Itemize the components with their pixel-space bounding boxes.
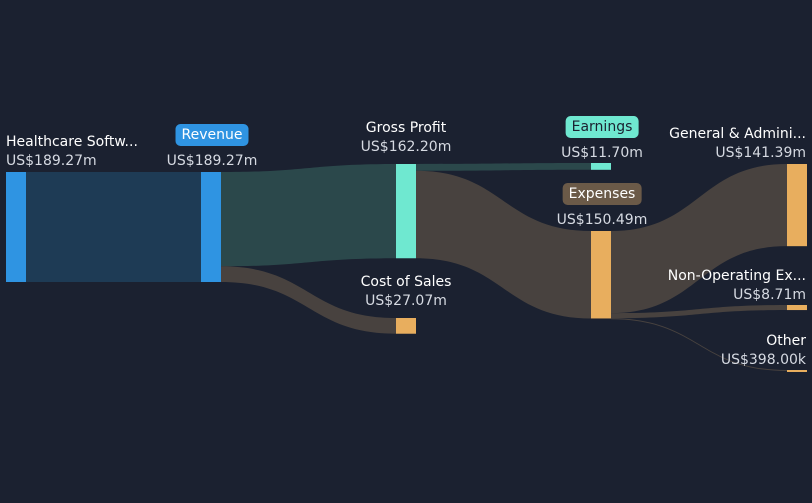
node-label-non-operating: Non-Operating Ex... — [667, 268, 806, 284]
node-value-segment: US$189.27m — [6, 153, 97, 169]
node-value-expenses: US$150.49m — [556, 212, 648, 228]
node-value-non-operating: US$8.71m — [733, 287, 806, 303]
node-bar-earnings — [591, 163, 611, 170]
revenue-badge: Revenue — [175, 124, 249, 146]
node-bar-segment — [6, 172, 26, 282]
node-value-earnings: US$11.70m — [561, 145, 643, 161]
node-label-cost-of-sales: Cost of Sales — [360, 274, 452, 290]
node-bar-expenses — [591, 231, 611, 319]
node-bar-cost_of_sales — [396, 318, 416, 334]
flow-expenses-to-gen_admin — [611, 164, 787, 314]
earnings-badge: Earnings — [565, 116, 639, 138]
node-label-gross-profit: Gross Profit — [365, 120, 447, 136]
node-bar-revenue — [201, 172, 221, 282]
node-value-other: US$398.00k — [720, 352, 806, 368]
node-value-gross-profit: US$162.20m — [360, 139, 452, 155]
node-label-general-admin: General & Admini... — [669, 126, 806, 142]
flow-gross_profit-to-expenses — [416, 170, 591, 319]
node-label-segment: Healthcare Softw... — [6, 134, 138, 150]
node-bar-gross_profit — [396, 164, 416, 259]
node-value-revenue: US$189.27m — [166, 153, 258, 169]
node-bar-other — [787, 370, 807, 372]
node-bar-non_operating — [787, 305, 807, 311]
flow-revenue-to-gross_profit — [221, 164, 396, 267]
node-bar-gen_admin — [787, 164, 807, 247]
node-value-cost-of-sales: US$27.07m — [365, 293, 447, 309]
node-value-general-admin: US$141.39m — [715, 145, 806, 161]
expenses-badge: Expenses — [562, 183, 642, 205]
flow-expenses-to-non_operating — [611, 305, 787, 319]
flow-gross_profit-to-earnings — [416, 163, 591, 171]
flow-segment-to-revenue — [26, 172, 201, 282]
flow-expenses-to-other — [611, 318, 787, 371]
node-label-other: Other — [766, 333, 806, 349]
flow-revenue-to-cost_of_sales — [221, 266, 396, 334]
